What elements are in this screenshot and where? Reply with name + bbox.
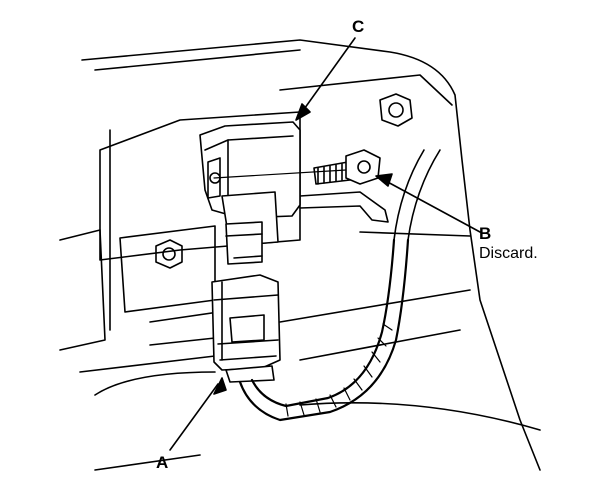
- leader-line-a: [169, 383, 219, 451]
- leader-line-b: [383, 179, 481, 233]
- callout-b-note: Discard.: [479, 245, 538, 262]
- bracket-bolt: [155, 239, 183, 269]
- engine-block: [59, 39, 541, 471]
- knock-sensor: [199, 121, 301, 265]
- leader-lines: [169, 37, 481, 451]
- callout-b-label: B: [479, 224, 492, 243]
- arrowhead-a: [213, 377, 227, 395]
- arrowhead-b: [375, 173, 393, 187]
- bolt-axis-line: [213, 169, 347, 179]
- upper-mount-bolt: [379, 93, 413, 127]
- callout-c-label: C: [352, 17, 365, 36]
- wire-harness: [238, 149, 441, 422]
- leader-line-c: [301, 37, 356, 113]
- harness-connector: [211, 274, 281, 383]
- mounting-bolt: [313, 149, 381, 185]
- callout-a-label: A: [156, 453, 169, 472]
- arrowhead-c: [295, 103, 311, 121]
